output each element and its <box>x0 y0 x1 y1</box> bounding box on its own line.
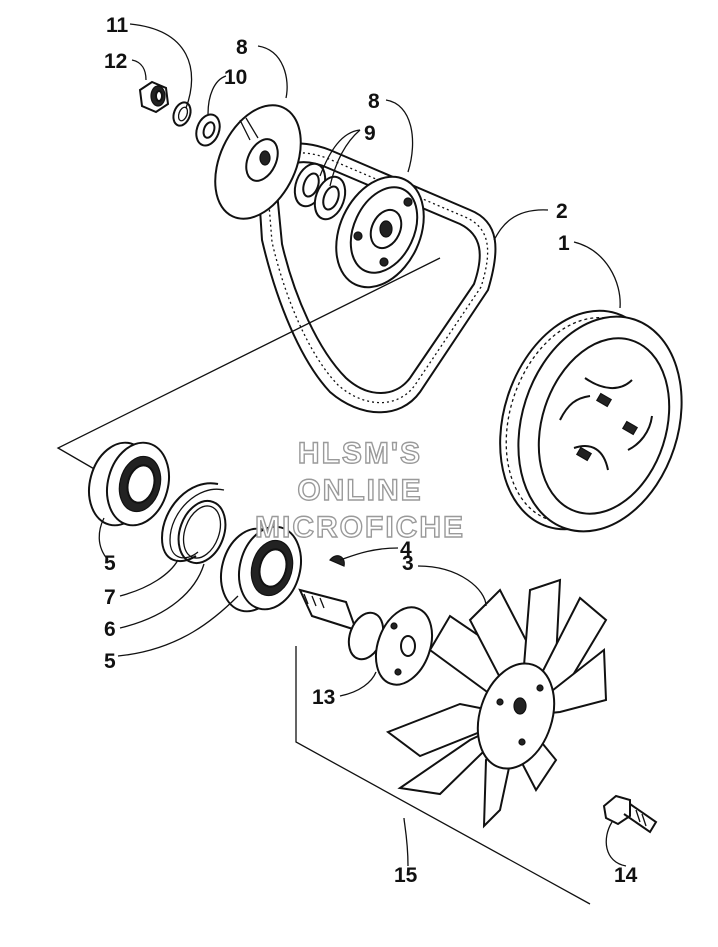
callout-10: 10 <box>224 66 247 89</box>
callout-4: 4 <box>400 538 412 561</box>
leader-lines <box>98 23 627 867</box>
callout-8-top: 8 <box>236 36 248 59</box>
sheave-half-front <box>335 175 425 289</box>
callout-13: 13 <box>312 686 335 709</box>
part-callouts: 11 12 8 10 8 9 2 1 5 7 6 5 4 3 13 14 15 <box>104 14 638 887</box>
callout-5-lower: 5 <box>104 650 116 673</box>
callout-15: 15 <box>394 864 418 887</box>
callout-14: 14 <box>614 864 638 887</box>
callout-3: 3 <box>402 552 414 575</box>
watermark-line-3: MICROFICHE <box>255 511 465 544</box>
snap-ring-outer <box>160 482 225 563</box>
callout-8-mid: 8 <box>368 90 380 113</box>
assembly-bracket-bottom <box>295 646 591 905</box>
bolt <box>602 794 658 834</box>
callout-9: 9 <box>364 122 376 145</box>
cooling-fan <box>385 578 608 829</box>
assembly-bracket-top <box>56 257 441 471</box>
bearing-upper <box>88 441 170 527</box>
callout-6: 6 <box>104 618 116 641</box>
callout-11: 11 <box>106 14 129 37</box>
drive-pulley <box>499 309 683 533</box>
callout-1: 1 <box>558 232 570 255</box>
spacer-rings <box>293 162 347 221</box>
callout-7: 7 <box>104 586 116 609</box>
nut <box>138 80 170 114</box>
woodruff-key <box>329 555 345 567</box>
lock-washer <box>172 101 192 127</box>
sheave-half-rear <box>214 104 302 220</box>
watermark-line-1: HLSM'S <box>298 437 422 470</box>
washer <box>195 113 221 147</box>
snap-ring-inner <box>177 500 227 564</box>
callout-5-upper: 5 <box>104 552 116 575</box>
watermark: HLSM'S ONLINE MICROFICHE <box>254 436 465 544</box>
callout-12: 12 <box>104 50 127 73</box>
bearing-lower <box>220 525 302 613</box>
callout-2: 2 <box>556 200 568 223</box>
fan-shaft <box>298 588 434 686</box>
watermark-line-2: ONLINE <box>297 474 422 507</box>
